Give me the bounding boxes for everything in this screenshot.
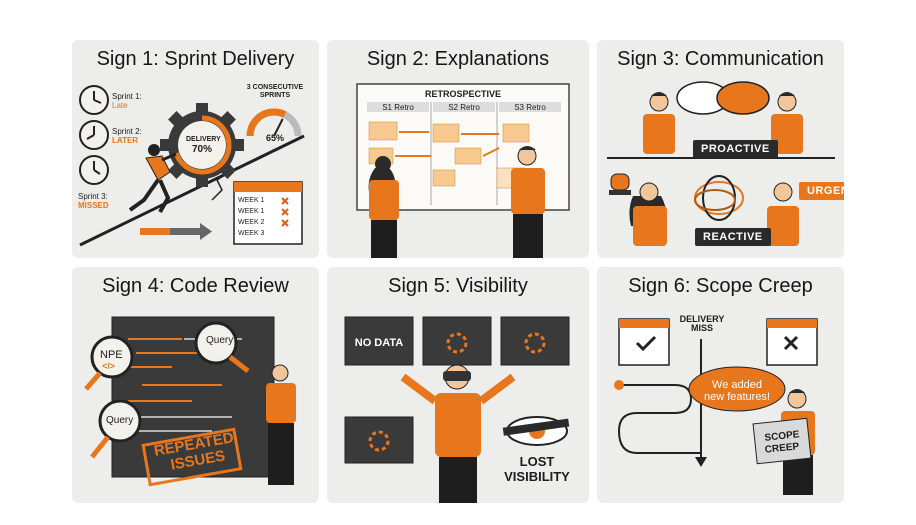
woman-figure — [643, 92, 675, 154]
loading-spinner-icon — [368, 332, 546, 452]
sticky-note — [368, 121, 530, 189]
man-vr-figure — [400, 364, 516, 503]
scope-creep-illustration — [614, 318, 818, 495]
woman-figure — [368, 156, 399, 258]
miss-label: MISS — [690, 323, 713, 333]
sprint1-status: Late — [112, 101, 128, 110]
code-review-illustration — [84, 316, 296, 487]
sprint1-label: Sprint 1: — [112, 92, 142, 101]
tangled-knot-icon — [694, 175, 744, 221]
lost-label: LOST — [519, 454, 555, 469]
gauge-label-1: 3 CONSECUTIVE — [246, 84, 304, 91]
panel-title: Sign 2: Explanations — [366, 48, 550, 70]
calendar-icon — [233, 181, 303, 245]
week-row: WEEK 2 — [238, 219, 265, 226]
sprint2-label: Sprint 2: — [112, 127, 142, 136]
magnifier-icon — [194, 321, 250, 373]
speech-bubble — [688, 366, 786, 412]
panel-sprint-delivery: Sign 1: Sprint Delivery — [72, 40, 319, 258]
week-row: WEEK 1 — [238, 208, 265, 215]
urgent-label: URGENT — [799, 182, 844, 200]
retro-column: S3 Retro — [514, 103, 546, 112]
gear-value: 70% — [191, 144, 212, 155]
week-row: WEEK 3 — [238, 230, 265, 237]
speech-bubble — [716, 81, 770, 115]
retrospective-illustration — [356, 83, 570, 258]
board-title: RETROSPECTIVE — [424, 89, 501, 99]
person-pushing — [128, 144, 177, 213]
gauge-value: 65% — [265, 133, 284, 143]
retro-column: S1 Retro — [382, 103, 414, 112]
man-figure — [767, 182, 799, 246]
speech-line-1: We added — [712, 379, 762, 391]
code-tag: </> — [102, 361, 116, 371]
reactive-label: REACTIVE — [695, 228, 771, 246]
delivery-label: DELIVERY — [679, 314, 725, 324]
panel-title: Sign 6: Scope Creep — [628, 275, 813, 297]
query-label: Query — [106, 415, 134, 426]
panel-scope-creep: Sign 6: Scope Creep DELIVERY MISS We add… — [597, 267, 844, 503]
delivery-progress-ring — [172, 115, 232, 175]
visibility-illustration — [344, 316, 570, 503]
panel-explanations: Sign 2: Explanations RETROSPECTIVE S1 R — [327, 40, 589, 258]
calendar-icon — [766, 318, 818, 366]
query-label: Query — [206, 335, 234, 346]
sprint3-label: Sprint 3: — [78, 192, 108, 201]
magnifier-icon — [90, 399, 142, 459]
npe-label: NPE — [100, 349, 123, 361]
panel-title: Sign 5: Visibility — [388, 275, 528, 297]
visibility-label: VISIBILITY — [504, 469, 570, 484]
panel-title: Sign 4: Code Review — [102, 275, 289, 297]
panel-communication: Sign 3: Communication PROACTIVE REAC — [597, 40, 844, 258]
magnifier-icon — [84, 335, 134, 391]
woman-figure — [629, 182, 667, 246]
timeline-start-dot — [614, 380, 624, 390]
sprint-delivery-illustration — [79, 85, 305, 247]
man-figure — [511, 146, 545, 258]
speech-line-2: new features! — [703, 391, 771, 403]
man-figure — [266, 364, 296, 485]
week-row: WEEK 1 — [238, 197, 265, 204]
panel-title: Sign 1: Sprint Delivery — [96, 48, 295, 70]
gear-label: DELIVERY — [186, 136, 221, 143]
scope-creep-sign — [752, 417, 812, 465]
code-window — [111, 316, 275, 478]
communication-illustration — [607, 81, 835, 246]
clock-icon — [79, 85, 109, 185]
panel-code-review: Sign 4: Code Review NPE Query Query </> … — [72, 267, 319, 503]
sprint2-status: LATER — [112, 136, 139, 145]
retro-column: S2 Retro — [448, 103, 480, 112]
stamp-border — [141, 427, 243, 487]
gauge-label-2: SPRINTS — [259, 92, 291, 99]
no-data-label: NO DATA — [354, 337, 404, 349]
gauge-icon — [246, 108, 302, 137]
blindfolded-eye-icon — [502, 416, 570, 446]
proactive-label: PROACTIVE — [693, 140, 778, 158]
alarm-icon — [609, 173, 631, 195]
calendar-icon — [618, 318, 670, 366]
panel-visibility: Sign 5: Visibility NO DATA LOST VISIBILI… — [327, 267, 589, 503]
panel-title: Sign 3: Communication — [617, 48, 824, 70]
man-figure — [771, 92, 803, 154]
gear-icon — [160, 103, 244, 187]
screen-panel — [344, 316, 570, 464]
sprint3-status: MISSED — [78, 201, 109, 210]
